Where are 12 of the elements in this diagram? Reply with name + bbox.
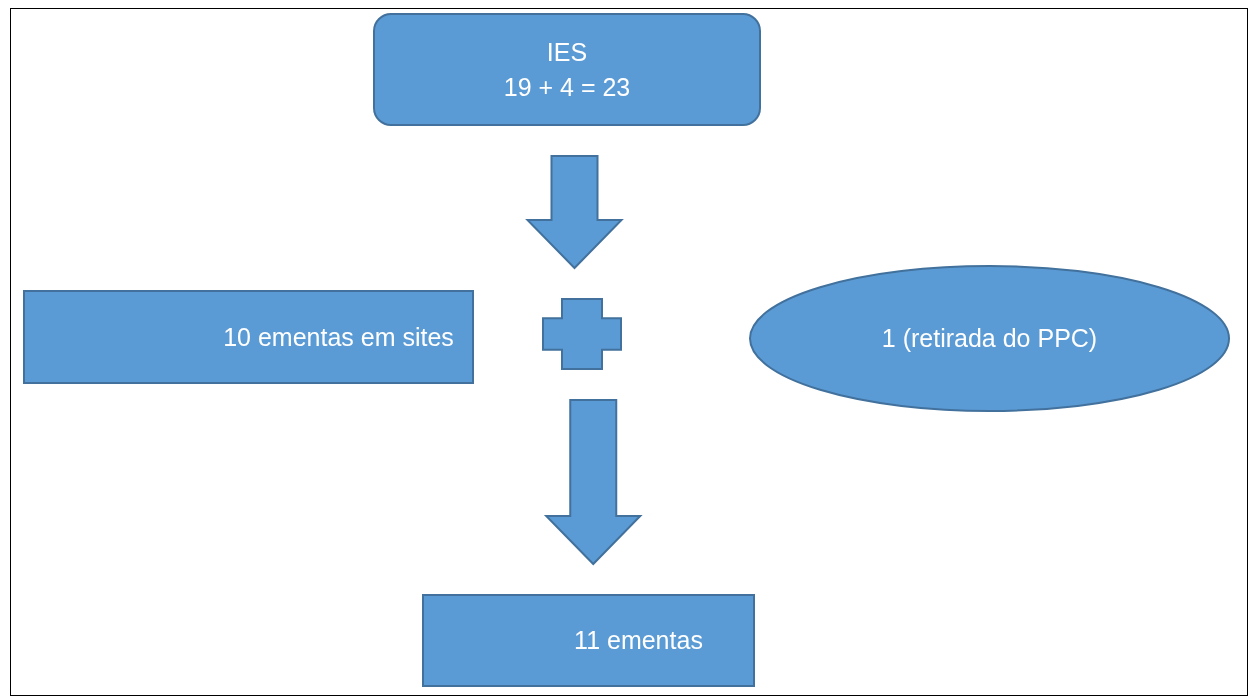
node-label: 1 (retirada do PPC) bbox=[881, 323, 1098, 354]
rounded-box bbox=[373, 13, 761, 126]
ellipse-node bbox=[749, 265, 1230, 412]
plus-symbol bbox=[542, 298, 622, 370]
block-arrow bbox=[543, 399, 643, 566]
node-label: 19 + 4 = 23 bbox=[503, 71, 631, 103]
block-arrow bbox=[525, 155, 624, 270]
node-label: IES bbox=[546, 36, 588, 68]
node-label: 11 ementas bbox=[574, 625, 703, 656]
process-box bbox=[23, 290, 474, 384]
process-box bbox=[422, 594, 755, 687]
node-label: 10 ementas em sites bbox=[223, 321, 454, 353]
